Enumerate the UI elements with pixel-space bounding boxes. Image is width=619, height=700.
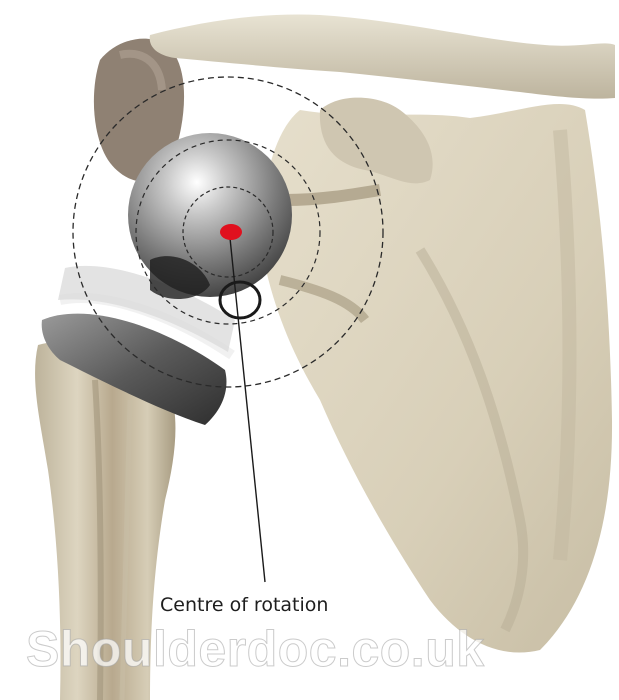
- callout-leader-line: [230, 238, 265, 582]
- clavicle: [150, 14, 615, 98]
- centre-of-rotation-label: Centre of rotation: [160, 594, 328, 616]
- centre-of-rotation-marker: [220, 224, 242, 240]
- site-watermark: Shoulderdoc.co.uk: [26, 620, 485, 678]
